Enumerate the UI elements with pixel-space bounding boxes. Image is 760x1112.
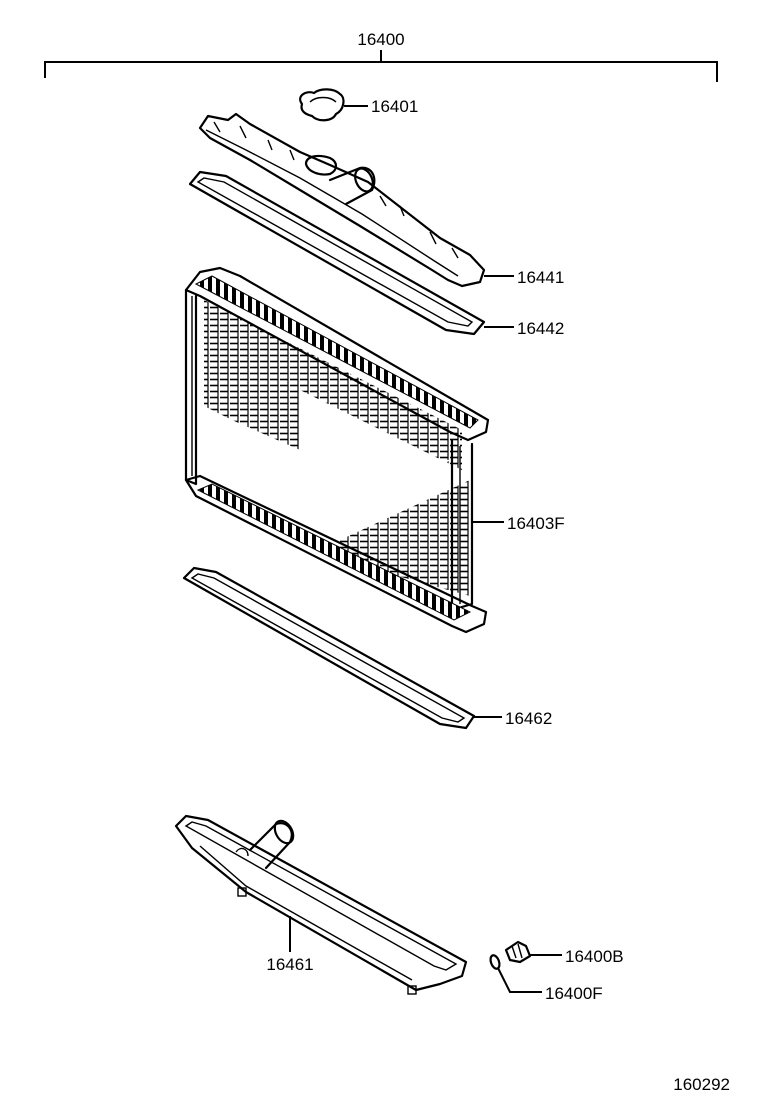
drain-cock-oring: 16400F <box>489 954 603 1003</box>
figure-code: 160292 <box>673 1075 730 1094</box>
upper-tank: 16441 <box>198 112 564 288</box>
assembly-label: 16400 <box>357 30 404 49</box>
upper-gasket-label: 16442 <box>517 319 564 338</box>
core-label: 16403F <box>507 514 565 533</box>
drain-cock-label: 16400B <box>565 947 624 966</box>
drain-cock-oring-label: 16400F <box>545 984 603 1003</box>
drain-cock: 16400B <box>504 940 624 966</box>
lower-gasket-label: 16462 <box>505 709 552 728</box>
radiator-cap: 16401 <box>299 88 418 122</box>
upper-gasket: 16442 <box>188 170 564 338</box>
lower-tank-label: 16461 <box>266 955 313 974</box>
cap-label: 16401 <box>371 97 418 116</box>
assembly-bracket: 16400 <box>44 30 718 82</box>
radiator-core: 16403F <box>184 266 565 634</box>
upper-tank-label: 16441 <box>517 268 564 287</box>
lower-gasket: 16462 <box>182 566 552 730</box>
lower-tank: 16461 <box>174 814 468 995</box>
